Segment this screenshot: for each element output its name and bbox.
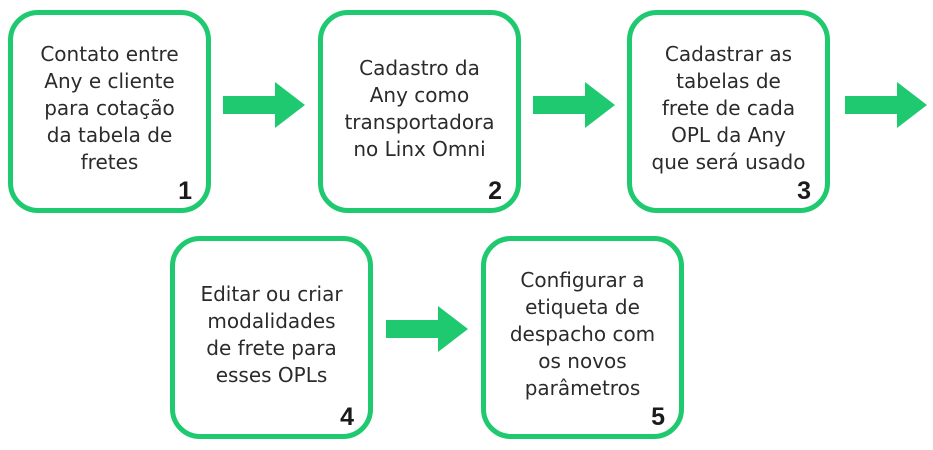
step-3-text: Cadastrar as tabelas de frete de cada OP…: [651, 42, 806, 174]
step-1-box: Contato entre Any e cliente para cotação…: [8, 10, 211, 213]
arrow-right-icon: [223, 82, 305, 128]
step-1-text: Contato entre Any e cliente para cotação…: [40, 42, 179, 174]
arrow-right-icon: [386, 306, 468, 352]
arrow-right-icon: [845, 82, 927, 128]
step-4-text: Editar ou criar modalidades de frete par…: [200, 281, 343, 387]
step-2-number: 2: [488, 177, 502, 205]
step-5-box: Configurar a etiqueta de despacho com os…: [481, 236, 684, 439]
step-3-number: 3: [797, 177, 811, 205]
step-2-text: Cadastro da Any como transportadora no L…: [344, 55, 495, 161]
arrow-right-icon: [533, 82, 615, 128]
step-1-number: 1: [178, 177, 192, 205]
step-5-number: 5: [651, 403, 665, 431]
step-5-text: Configurar a etiqueta de despacho com os…: [509, 268, 656, 400]
step-4-number: 4: [340, 403, 354, 431]
step-3-box: Cadastrar as tabelas de frete de cada OP…: [627, 10, 830, 213]
step-4-box: Editar ou criar modalidades de frete par…: [170, 236, 373, 439]
step-2-box: Cadastro da Any como transportadora no L…: [318, 10, 521, 213]
